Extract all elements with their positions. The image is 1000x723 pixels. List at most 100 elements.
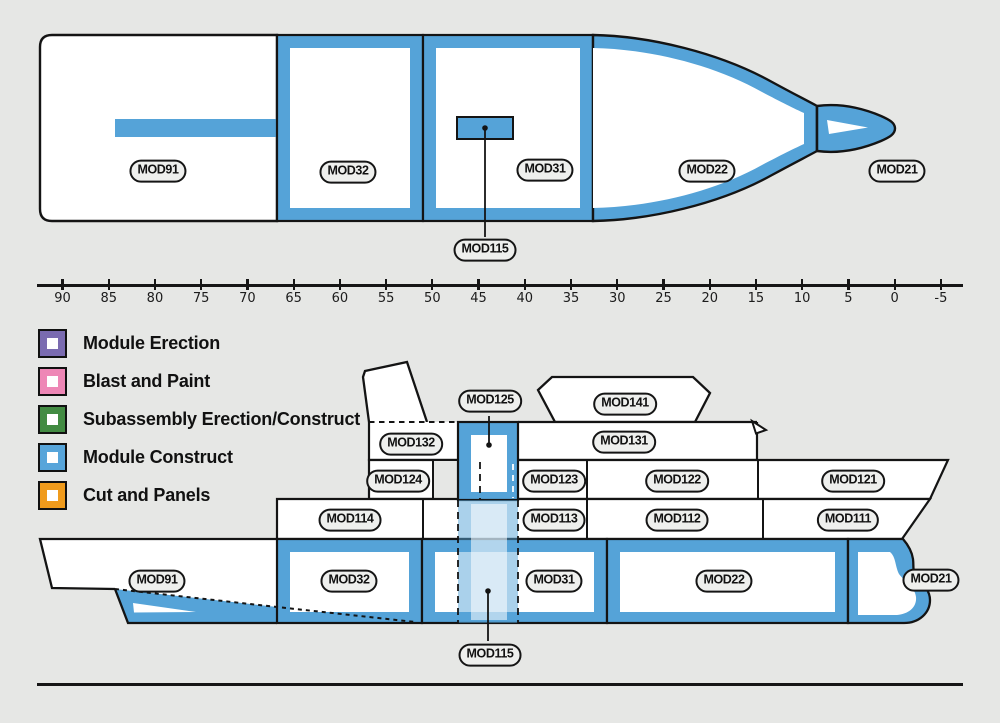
ruler-tick-label: 5 [844, 291, 853, 306]
profile-label-mod122: MOD122 [645, 469, 709, 493]
ruler-tick: 0 [875, 279, 915, 306]
ruler-tick-mark [153, 279, 157, 290]
ruler-tick-label: 65 [285, 291, 302, 306]
legend-item-cut-and-panels: Cut and Panels [38, 479, 210, 512]
ruler-tick-mark [939, 279, 942, 290]
profile-label-mod132: MOD132 [379, 432, 443, 456]
plan-view [38, 33, 897, 237]
ruler-tick-mark [569, 279, 573, 290]
legend-label: Subassembly Erection/Construct [83, 409, 361, 429]
ruler-tick-mark [61, 279, 64, 290]
profile-label-mod141: MOD141 [593, 392, 657, 416]
ruler-tick-label: 25 [655, 291, 672, 306]
ruler-tick-label: 85 [100, 291, 117, 306]
profile-deck3-beak [750, 418, 769, 435]
ruler-tick: 90 [43, 279, 83, 306]
ruler-tick: 80 [135, 279, 175, 306]
plan-label-mod115: MOD115 [453, 238, 517, 262]
profile-label-mod111: MOD111 [816, 508, 880, 532]
ruler-tick: 30 [597, 279, 637, 306]
ruler-tick-mark [246, 279, 249, 290]
ruler-tick-mark [616, 279, 619, 290]
profile-label-mod115: MOD115 [458, 643, 522, 667]
legend-item-module-erection: Module Erection [38, 327, 220, 360]
ruler-tick-mark [523, 279, 526, 290]
ruler-tick-label: 0 [890, 291, 899, 306]
ruler-tick: 35 [551, 279, 591, 306]
ruler-tick-mark [801, 279, 804, 290]
ruler-tick-mark [847, 279, 850, 290]
ruler-tick: 70 [227, 279, 267, 306]
ruler-tick: 5 [828, 279, 868, 306]
profile-label-mod121: MOD121 [821, 469, 885, 493]
ruler-tick-mark [477, 279, 480, 290]
ruler-tick: -5 [921, 279, 961, 306]
ruler-tick: 50 [412, 279, 452, 306]
module-erection-swatch [38, 329, 67, 358]
legend-label: Cut and Panels [83, 485, 211, 505]
bottom-rule [37, 683, 963, 686]
profile-label-mod21: MOD21 [902, 568, 960, 592]
ruler-tick-mark [338, 279, 341, 290]
profile-mod115-leader-dot [485, 588, 491, 594]
ruler-tick: 75 [181, 279, 221, 306]
profile-mod91-outline [38, 537, 277, 591]
ruler-tick: 85 [89, 279, 129, 306]
ruler-tick-mark [893, 279, 896, 290]
ruler-tick-label: 90 [54, 291, 71, 306]
ruler-tick: 65 [274, 279, 314, 306]
ruler-tick-label: 45 [470, 291, 487, 306]
ruler-tick-label: 50 [424, 291, 441, 306]
ruler-tick-label: 80 [146, 291, 164, 306]
profile-label-mod31: MOD31 [525, 569, 583, 593]
profile-label-mod91: MOD91 [128, 569, 186, 593]
ruler-tick: 60 [320, 279, 360, 306]
legend-item-module-construct: Module Construct [38, 441, 233, 474]
ruler-tick-label: -5 [934, 291, 948, 306]
ruler-tick: 15 [736, 279, 776, 306]
frame-ruler-line [37, 284, 963, 287]
plan-label-mod21: MOD21 [868, 159, 926, 183]
ruler-tick-mark [431, 279, 434, 290]
ruler-tick: 45 [459, 279, 499, 306]
ruler-tick-mark [708, 279, 711, 290]
ruler-tick-mark [107, 279, 110, 290]
profile-stern-keel [115, 589, 277, 623]
profile-label-mod125: MOD125 [458, 389, 522, 413]
legend-label: Module Construct [83, 447, 233, 467]
profile-mod115-column-core [471, 504, 507, 620]
blast-and-paint-swatch [38, 367, 67, 396]
plan-label-mod91: MOD91 [129, 159, 187, 183]
profile-label-mod22: MOD22 [695, 569, 753, 593]
plan-mod32-inner [290, 48, 410, 208]
profile-stern-keel-outline [113, 588, 277, 625]
ruler-tick-label: 75 [192, 291, 210, 306]
ruler-tick-mark [662, 279, 665, 290]
ruler-tick: 40 [505, 279, 545, 306]
profile-stern-white-sliver [133, 603, 196, 613]
plan-label-mod22: MOD22 [678, 159, 736, 183]
legend-item-subassembly: Subassembly Erection/Construct [38, 403, 360, 436]
ruler-tick-label: 15 [747, 291, 765, 306]
ruler-tick-label: 40 [516, 291, 534, 306]
ruler-tick-label: 70 [239, 291, 256, 306]
ruler-tick: 25 [643, 279, 683, 306]
profile-mod21-inner [858, 552, 917, 615]
ruler-tick-label: 60 [331, 291, 349, 306]
ruler-tick-label: 20 [701, 291, 718, 306]
profile-label-mod124: MOD124 [366, 469, 430, 493]
plan-mod22-inner [593, 48, 804, 208]
profile-label-mod112: MOD112 [645, 508, 709, 532]
plan-mod115-leader-dot [482, 125, 488, 131]
legend-item-blast-and-paint: Blast and Paint [38, 365, 210, 398]
profile-waterline-dashed [114, 588, 416, 623]
ruler-tick: 55 [366, 279, 406, 306]
ruler-tick-label: 30 [608, 291, 626, 306]
ruler-tick: 20 [690, 279, 730, 306]
profile-label-mod113: MOD113 [522, 508, 586, 532]
cut-and-panels-swatch [38, 481, 67, 510]
profile-mod125-leader-dot [486, 442, 492, 448]
ruler-tick-mark [200, 279, 203, 290]
